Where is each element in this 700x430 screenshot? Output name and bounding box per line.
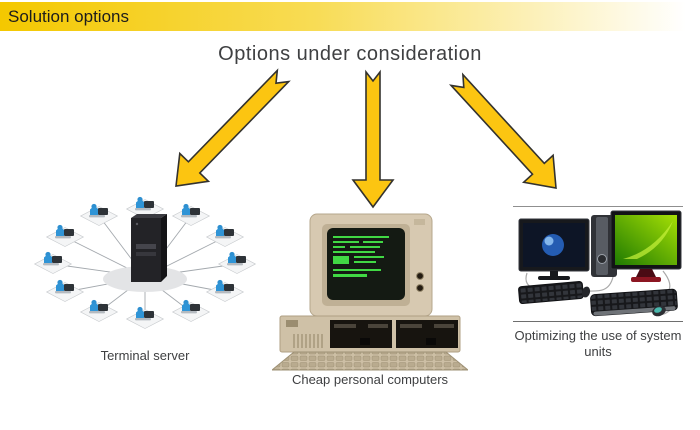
workstation-node xyxy=(206,279,244,303)
workstation-node xyxy=(46,279,84,303)
workstation-illustration-frame xyxy=(513,206,683,322)
teal-mouse xyxy=(652,305,666,317)
terminal-server-illustration xyxy=(34,196,256,330)
workstation-node xyxy=(80,203,118,227)
monitor-knob xyxy=(416,272,424,280)
option-terminal-server: Terminal server xyxy=(30,184,260,364)
dual-monitor-workstation-illustration xyxy=(518,210,682,317)
vintage-pc-illustration xyxy=(272,213,468,371)
arrow-down-left xyxy=(175,68,291,187)
pc-keyboard xyxy=(272,351,468,371)
workstation-node xyxy=(172,299,210,323)
green-screen-text xyxy=(333,236,389,277)
workstation-node xyxy=(126,306,164,330)
monitor-badge xyxy=(414,219,425,225)
server-tower xyxy=(131,214,167,282)
option-caption-cheap-pcs: Cheap personal computers xyxy=(291,372,449,387)
workstation-node xyxy=(80,299,118,323)
workstation-node xyxy=(218,251,256,275)
vent-grille xyxy=(293,334,323,348)
arrow-down-right xyxy=(448,72,557,189)
option-optimize-units: Optimizing the use of system units xyxy=(500,206,696,360)
workstation-node xyxy=(172,203,210,227)
slide-header-title: Solution options xyxy=(8,7,129,26)
arrow-down xyxy=(351,69,395,209)
option-caption-terminal-server: Terminal server xyxy=(100,348,190,363)
small-mouse xyxy=(581,286,591,298)
pc-monitor xyxy=(309,213,433,317)
option-caption-optimize-units: Optimizing the use of system units xyxy=(514,328,682,359)
pc-system-unit xyxy=(279,315,461,353)
monitor-knob xyxy=(416,284,424,292)
workstation-node xyxy=(34,251,72,275)
slide-header-bar: Solution options xyxy=(0,2,700,31)
option-cheap-pcs: Cheap personal computers xyxy=(262,212,478,388)
right-monitor xyxy=(610,210,682,282)
left-monitor xyxy=(518,218,590,280)
page-title: Options under consideration xyxy=(218,43,482,65)
